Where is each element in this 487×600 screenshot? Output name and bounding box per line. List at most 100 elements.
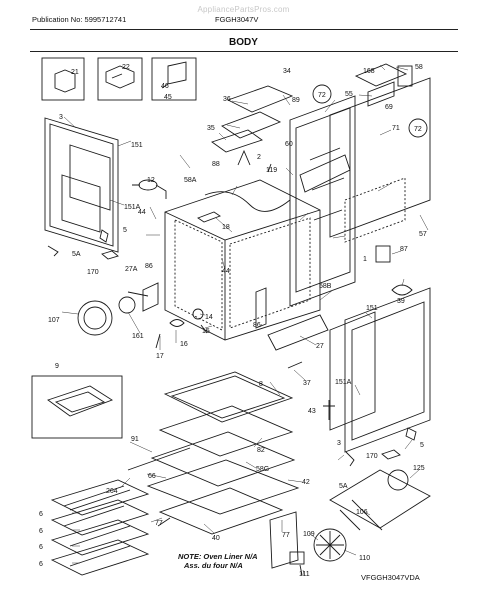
top-bracket-35 [211, 129, 263, 153]
part-label-14: 14 [205, 314, 213, 321]
header-rule [30, 29, 458, 30]
part-label-6c: 6 [39, 544, 43, 551]
part-label-168: 168 [363, 68, 375, 75]
part-label-6a: 6 [39, 511, 43, 518]
part-label-36: 36 [223, 96, 231, 103]
screw-17 [155, 333, 161, 349]
screw-37 [287, 361, 303, 369]
page-title: BODY [229, 37, 258, 48]
side-panel-left [44, 117, 119, 253]
part-21-icon [54, 69, 76, 93]
door-trim-27 [267, 314, 329, 351]
part-label-119: 119 [266, 167, 277, 174]
part-label-58B: 58B [319, 283, 332, 290]
back-panel-57 [329, 77, 431, 238]
screw-43 [323, 400, 335, 420]
part-label-9: 9 [55, 363, 59, 370]
part-label-77a: 77 [155, 520, 163, 527]
part-label-40: 40 [212, 535, 220, 542]
liner-panel-8 [163, 371, 294, 423]
part-label-72a: 72 [318, 92, 326, 99]
burner-39-icon [391, 284, 413, 296]
screw-15 [200, 324, 208, 334]
fan-bracket-106 [339, 499, 383, 531]
part-label-43: 43 [308, 408, 316, 415]
note-line-english: NOTE: Oven Liner N/A [178, 552, 258, 561]
part-label-151b: 151 [366, 305, 378, 312]
part-label-55: 55 [345, 91, 353, 98]
part-label-39: 39 [397, 298, 405, 305]
control-block-168 [354, 63, 408, 87]
top-bracket-36 [221, 111, 282, 139]
publication-number: Publication No: 5995712741 [32, 15, 127, 24]
part-label-161: 161 [132, 333, 144, 340]
bracket-170b-icon [381, 449, 401, 460]
part-22-icon [105, 65, 135, 89]
part-label-16: 16 [180, 341, 188, 348]
model-number: FGGH3047V [215, 15, 259, 24]
part-label-60: 60 [285, 141, 293, 148]
part-label-111: 111 [299, 571, 310, 578]
part-label-21: 21 [71, 69, 79, 76]
insulation-pad-151A [61, 174, 101, 233]
part-label-17: 17 [156, 353, 164, 360]
insulation-pad-151 [69, 144, 111, 211]
door-outer-3 [344, 287, 431, 453]
door-frame-151 [329, 311, 376, 431]
bracket-18 [197, 211, 221, 223]
part-label-35: 35 [207, 125, 215, 132]
part-label-3b: 3 [337, 440, 341, 447]
oven-body-58A [164, 179, 321, 341]
part-label-45: 45 [164, 94, 172, 101]
part-label-44a: 44 [138, 209, 146, 216]
part-label-15: 15 [202, 328, 210, 335]
part-label-106: 106 [356, 509, 368, 516]
part-label-18: 18 [222, 224, 230, 231]
part-label-3: 3 [59, 114, 63, 121]
part-label-86a: 86 [145, 263, 153, 270]
part-label-12: 12 [147, 177, 155, 184]
part-label-2: 2 [257, 154, 261, 161]
drawer-40 [158, 487, 284, 535]
liner-panel-82 [158, 405, 294, 457]
part-46-icon [161, 61, 187, 89]
part-label-86b: 86 [253, 322, 261, 329]
title-rule [30, 51, 458, 52]
fan-cover-107 [77, 300, 113, 336]
part-label-34: 34 [283, 68, 291, 75]
rod-264 [127, 447, 191, 471]
inset-box-21 [41, 57, 85, 101]
part-label-82: 82 [257, 447, 265, 454]
diagram-code: VFGGH3047VDA [361, 573, 420, 582]
note-line-french: Ass. du four N/A [184, 561, 243, 570]
part-label-44b: 44 [222, 268, 230, 275]
part-label-5Aa: 5A [72, 251, 81, 258]
part-label-89: 89 [292, 97, 300, 104]
clip-5Ab-icon [345, 451, 355, 467]
oven-liner-note: NOTE: Oven Liner N/A Ass. du four N/A [178, 552, 258, 570]
part-label-264: 264 [106, 488, 118, 495]
inset-box-46 [151, 57, 197, 101]
ring-161 [118, 296, 136, 314]
part-label-46: 46 [161, 83, 169, 90]
bracket-27A [142, 282, 159, 312]
part-label-58: 58 [415, 64, 423, 71]
part-label-8: 8 [259, 381, 263, 388]
rear-panel-60 [289, 95, 356, 307]
nut-109-icon [289, 551, 305, 565]
part-label-42: 42 [302, 479, 310, 486]
knob-16 [169, 319, 185, 327]
bracket-2 [237, 149, 251, 166]
part-label-91: 91 [131, 436, 139, 443]
inset-box-9 [31, 375, 123, 439]
part-number-labels: 21 22 46 45 34 36 35 89 72 168 58 55 69 … [39, 64, 427, 578]
broiler-pan-icon [47, 385, 113, 417]
liner-panel-58G [150, 431, 296, 487]
part-label-109: 109 [303, 531, 315, 538]
part-label-170b: 170 [366, 453, 378, 460]
part-label-5Ab: 5A [339, 483, 348, 490]
bracket-170-icon [101, 250, 119, 260]
part-label-151Ab: 151A [335, 379, 352, 386]
watermark: AppliancePartsPros.com [197, 5, 290, 14]
insulation-wrap-88 [204, 191, 291, 212]
